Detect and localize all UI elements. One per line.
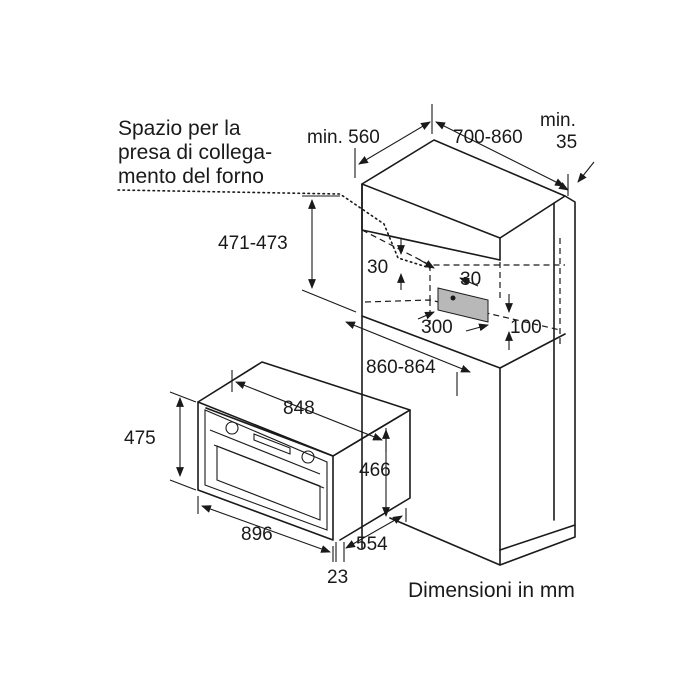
note-line-3: mento del forno: [118, 165, 264, 188]
label-466: 466: [359, 460, 391, 481]
label-700-860: 700-860: [453, 127, 523, 148]
label-min-35-a: min.: [540, 110, 576, 131]
cabinet: [361, 139, 576, 566]
dimension-lines: [169, 104, 595, 562]
label-min-560: min. 560: [307, 127, 380, 148]
label-100: 100: [510, 317, 542, 338]
label-554: 554: [356, 534, 388, 555]
note-line-2: presa di collega-: [118, 141, 272, 164]
oven: [197, 361, 411, 541]
label-23: 23: [327, 567, 348, 588]
units-note: Dimensioni in mm: [408, 579, 575, 602]
label-30-left: 30: [367, 257, 388, 278]
label-30-right: 30: [460, 269, 481, 290]
note-text: Spazio per la presa di collega- mento de…: [118, 117, 272, 188]
label-471-473: 471-473: [218, 233, 288, 254]
label-475: 475: [124, 428, 156, 449]
label-860-864: 860-864: [366, 357, 436, 378]
note-line-1: Spazio per la: [118, 117, 241, 140]
label-896: 896: [241, 524, 273, 545]
socket-space: [437, 287, 489, 323]
label-300: 300: [421, 317, 453, 338]
label-min-35-b: 35: [556, 132, 577, 153]
socket-leader-line: [117, 189, 431, 269]
label-848: 848: [283, 398, 315, 419]
dimension-labels: min. 560 700-860 min. 35 471-473 30 30 3…: [124, 110, 577, 588]
